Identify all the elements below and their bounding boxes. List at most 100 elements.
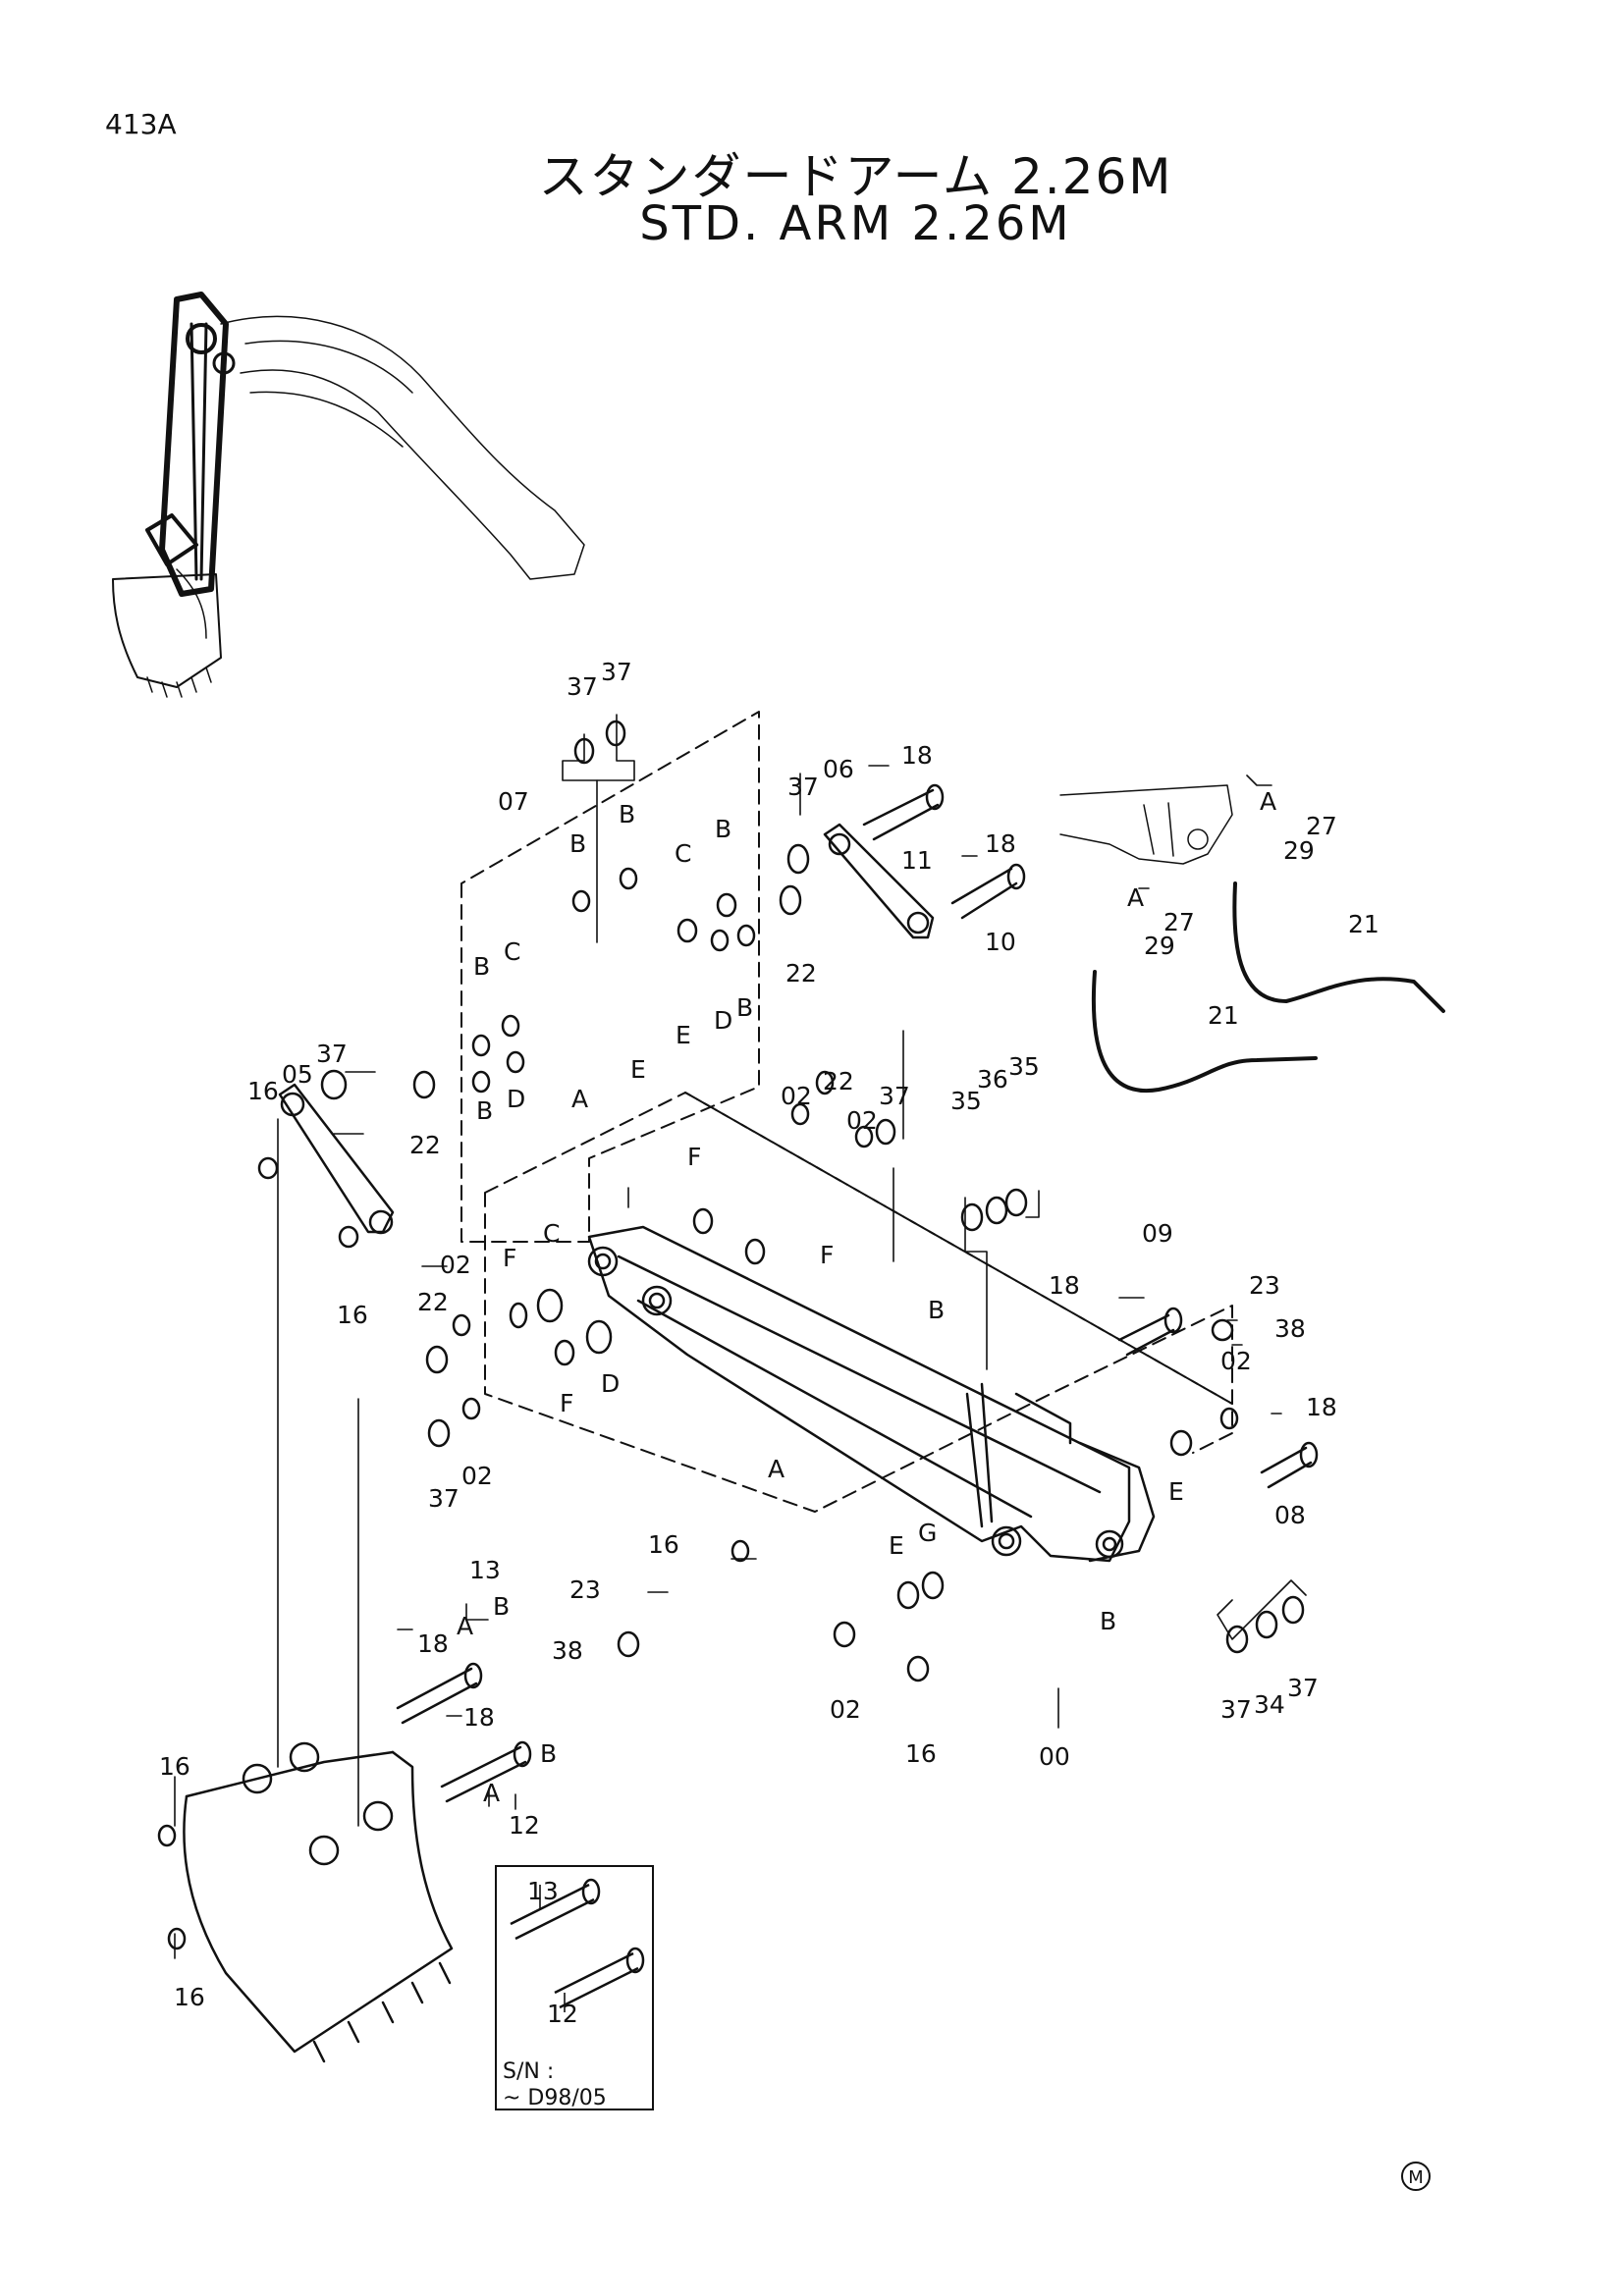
arm-body-drawing xyxy=(587,1225,1156,1563)
callout-16: 16 xyxy=(247,1077,279,1105)
callout-08: 08 xyxy=(1274,1501,1306,1529)
serial-number-range: ~ D98/05 xyxy=(503,2086,607,2110)
serial-number-inset xyxy=(495,1865,654,2110)
callout-A: A xyxy=(1260,787,1276,816)
callout-02: 02 xyxy=(1220,1347,1252,1375)
callout-37: 37 xyxy=(601,658,632,686)
title-english: STD. ARM 2.26M xyxy=(639,196,1072,251)
leader-lines xyxy=(174,714,1307,1959)
callout-07: 07 xyxy=(498,787,529,816)
callout-18: 18 xyxy=(417,1629,449,1658)
hose-21-drawing xyxy=(1091,881,1445,1094)
callout-16: 16 xyxy=(159,1752,190,1781)
assembly-07-box xyxy=(460,711,760,1243)
callout-12: 12 xyxy=(509,1811,540,1840)
callout-27: 27 xyxy=(1163,908,1195,936)
callout-37: 37 xyxy=(879,1082,910,1110)
page-code: 413A xyxy=(105,108,177,140)
callout-A: A xyxy=(571,1085,588,1113)
callout-13: 13 xyxy=(527,1877,559,1905)
callout-A: A xyxy=(768,1455,784,1483)
link-05-drawing xyxy=(278,1083,395,1235)
callout-E: E xyxy=(1168,1477,1184,1506)
callout-22: 22 xyxy=(417,1288,449,1316)
serial-number-label: S/N : xyxy=(503,2059,555,2084)
callout-35: 35 xyxy=(950,1087,982,1115)
callout-37: 37 xyxy=(1220,1695,1252,1724)
callout-F: F xyxy=(560,1389,573,1417)
callout-12: 12 xyxy=(547,2000,578,2028)
callout-02: 02 xyxy=(440,1251,471,1279)
callout-18: 18 xyxy=(901,741,933,770)
callout-A: A xyxy=(483,1779,500,1807)
callout-B: B xyxy=(569,829,586,858)
pin-13-drawing xyxy=(396,1662,483,1725)
callout-13: 13 xyxy=(469,1556,501,1584)
callout-labels: 37 37 07 B B C B 37 06 18 11 18 10 22 B … xyxy=(159,658,1380,2028)
callout-18: 18 xyxy=(985,829,1016,858)
callout-10: 10 xyxy=(985,928,1016,956)
callout-38: 38 xyxy=(552,1636,583,1665)
callout-23: 23 xyxy=(569,1575,601,1604)
callout-B: B xyxy=(493,1592,510,1621)
pin-11-drawing xyxy=(862,783,945,841)
callout-F: F xyxy=(820,1241,834,1269)
callout-34: 34 xyxy=(1254,1690,1285,1719)
callout-22: 22 xyxy=(409,1131,441,1159)
callout-23: 23 xyxy=(1249,1271,1280,1300)
callout-16: 16 xyxy=(905,1739,937,1768)
title-japanese: スタンダードアーム 2.26M xyxy=(538,148,1173,205)
callout-16: 16 xyxy=(648,1530,679,1559)
excavator-overview-drawing xyxy=(112,292,585,698)
pin-09-drawing xyxy=(1117,1307,1183,1357)
callout-18: 18 xyxy=(463,1703,495,1732)
callout-21: 21 xyxy=(1208,1001,1239,1030)
callout-37: 37 xyxy=(567,672,598,701)
callout-G: G xyxy=(918,1519,937,1547)
callout-18: 18 xyxy=(1306,1393,1337,1421)
callout-D: D xyxy=(507,1085,525,1113)
callout-C: C xyxy=(543,1219,560,1248)
callout-11: 11 xyxy=(901,846,933,875)
callout-29: 29 xyxy=(1144,932,1175,960)
callout-F: F xyxy=(687,1143,701,1171)
link-06-drawing xyxy=(823,823,935,939)
callout-02: 02 xyxy=(781,1082,812,1110)
callout-00: 00 xyxy=(1039,1742,1070,1771)
assembly-00-box xyxy=(484,1092,1233,1513)
callout-06: 06 xyxy=(823,755,854,783)
callout-A: A xyxy=(1127,883,1144,912)
callout-37: 37 xyxy=(787,773,819,801)
callout-02: 02 xyxy=(830,1695,861,1724)
callout-D: D xyxy=(601,1369,620,1398)
callout-09: 09 xyxy=(1142,1219,1173,1248)
callout-27: 27 xyxy=(1306,812,1337,840)
bushings-and-shims xyxy=(157,720,1305,1950)
callout-22: 22 xyxy=(823,1067,854,1095)
callout-A: A xyxy=(457,1612,473,1640)
callout-E: E xyxy=(676,1021,691,1049)
callout-B: B xyxy=(476,1096,493,1125)
callout-B: B xyxy=(540,1739,557,1768)
callout-B: B xyxy=(619,800,635,828)
callout-C: C xyxy=(675,839,691,868)
callout-38: 38 xyxy=(1274,1314,1306,1343)
callout-05: 05 xyxy=(282,1060,313,1089)
callout-E: E xyxy=(630,1055,646,1084)
bucket-drawing xyxy=(183,1741,454,2063)
callout-35: 35 xyxy=(1008,1052,1040,1081)
callout-21: 21 xyxy=(1348,910,1380,938)
maker-mark-icon: M xyxy=(1401,2162,1431,2191)
pin-08-drawing xyxy=(1260,1441,1319,1489)
callout-16: 16 xyxy=(174,1983,205,2011)
callout-37: 37 xyxy=(316,1040,348,1068)
callout-B: B xyxy=(715,815,731,843)
callout-37: 37 xyxy=(1287,1674,1319,1702)
callout-B: B xyxy=(928,1296,945,1324)
callout-29: 29 xyxy=(1283,836,1315,865)
callout-02: 02 xyxy=(846,1106,878,1135)
pin-12-drawing xyxy=(440,1740,532,1803)
callout-B: B xyxy=(473,952,490,981)
callout-E: E xyxy=(889,1531,904,1560)
